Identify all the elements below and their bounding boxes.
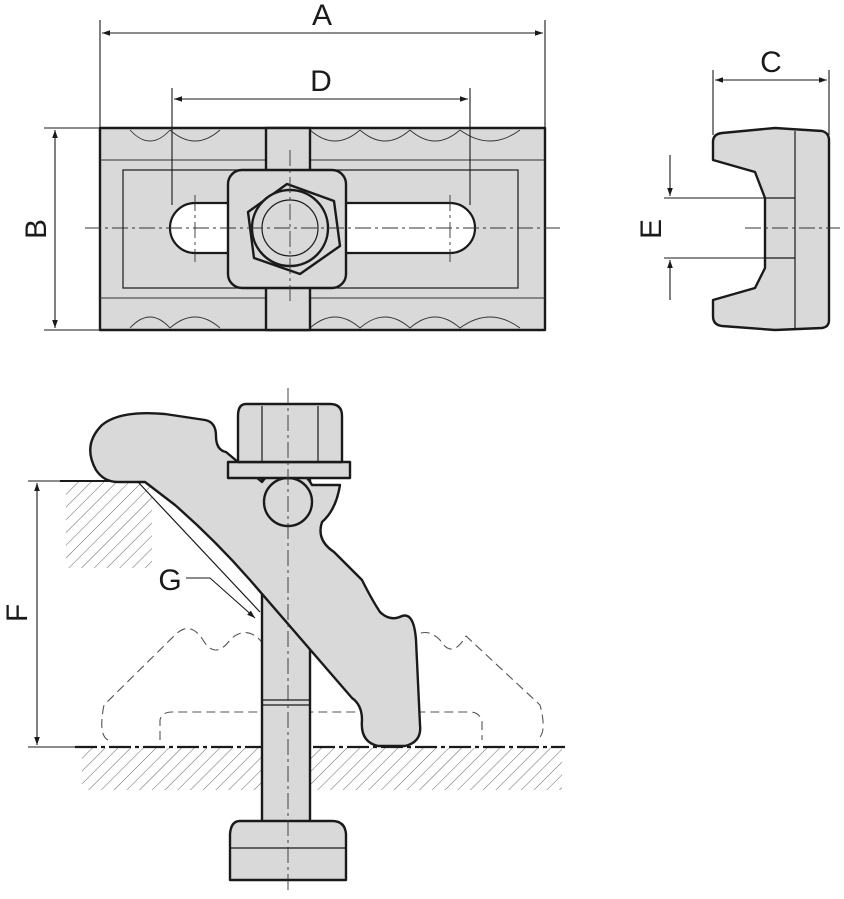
dimension-c: C <box>712 46 830 135</box>
label-d: D <box>310 65 332 98</box>
dimension-a: A <box>99 0 546 128</box>
workpiece-upper <box>66 482 152 568</box>
dimension-b: B <box>20 127 100 331</box>
label-a: A <box>312 0 332 32</box>
hex-nut-front <box>236 402 344 464</box>
clamp-body-side <box>711 126 831 332</box>
label-c: C <box>760 46 782 79</box>
leader-g: G <box>158 564 256 619</box>
label-f: F <box>1 604 34 622</box>
machine-table <box>82 748 562 790</box>
dimension-e: E <box>635 155 765 300</box>
dimension-f: F <box>1 480 75 748</box>
nut-collar <box>226 460 352 480</box>
label-b: B <box>20 219 53 239</box>
clamp-lever <box>89 411 422 748</box>
label-e: E <box>635 219 668 239</box>
application-view <box>60 388 565 890</box>
top-view <box>85 126 560 332</box>
label-g: G <box>158 564 181 597</box>
side-view <box>711 126 840 332</box>
dimension-d: D <box>171 65 471 205</box>
